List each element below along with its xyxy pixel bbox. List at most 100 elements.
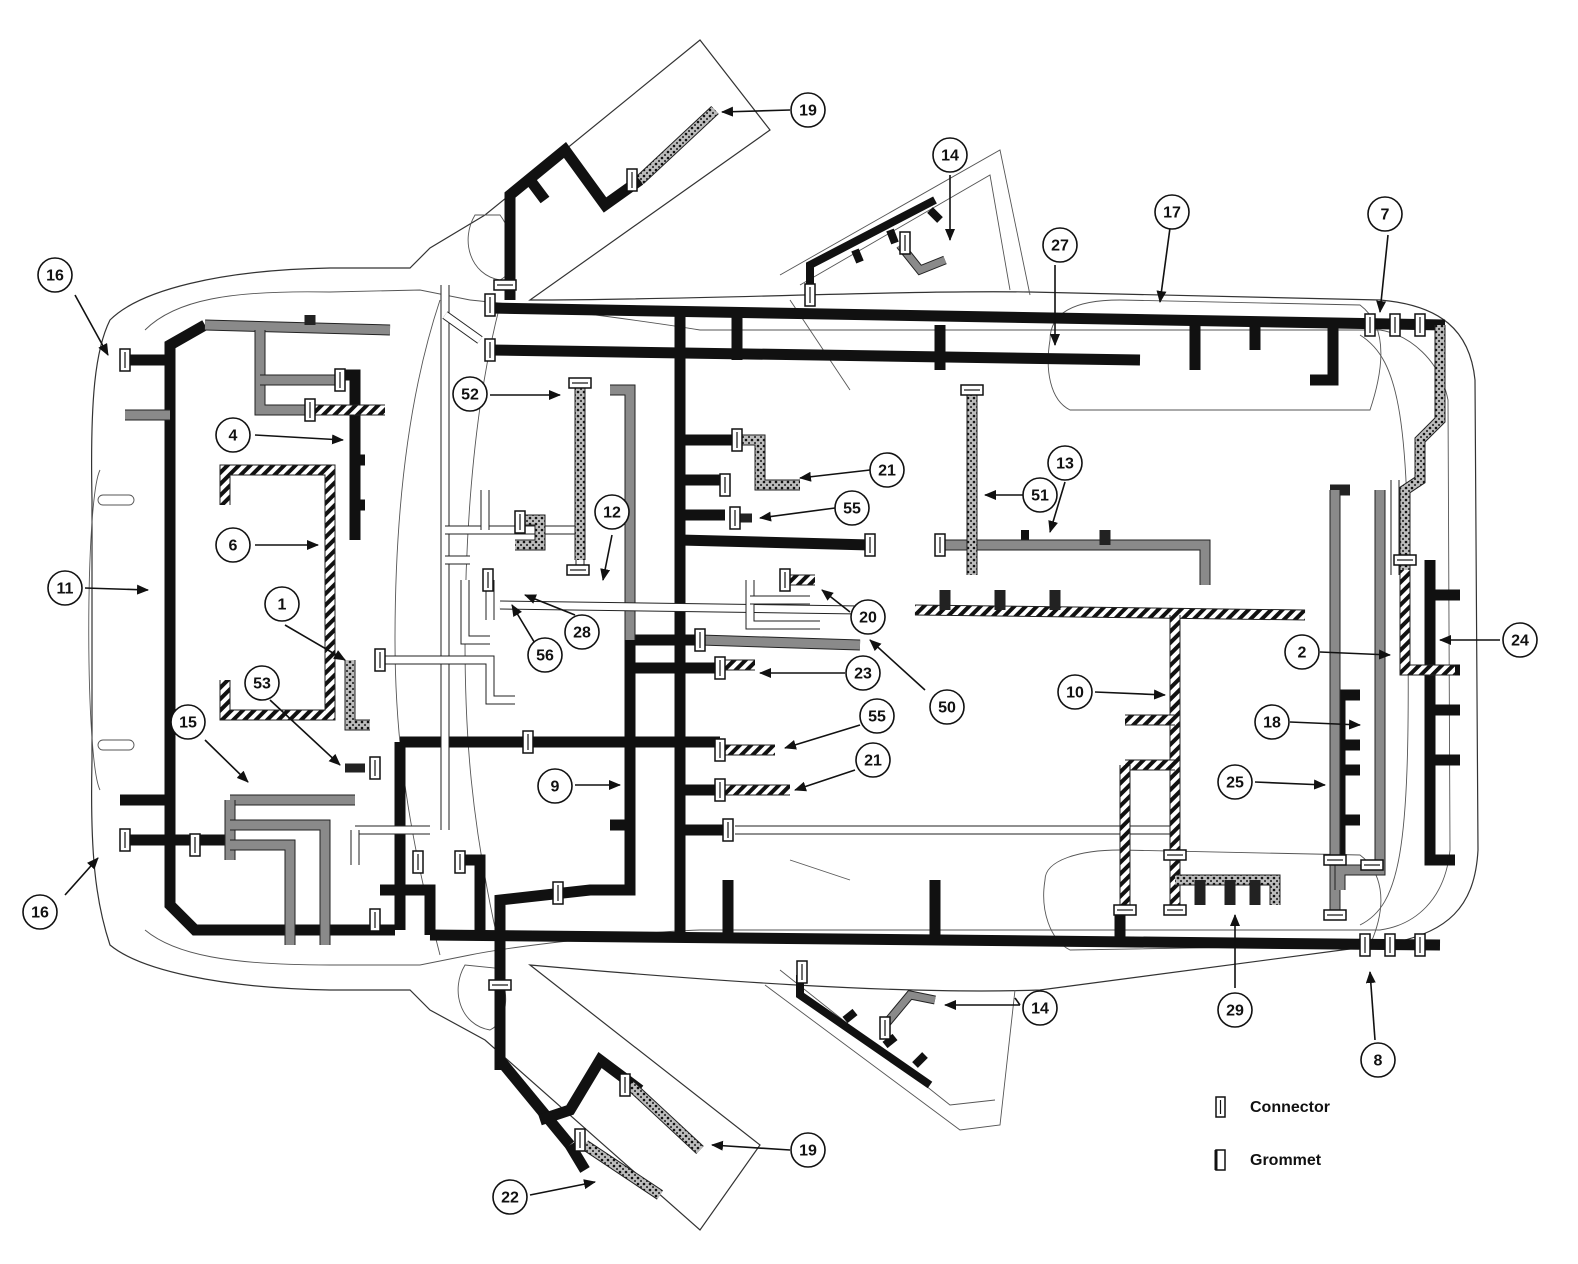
callout-label: 22 [501,1190,519,1207]
connector-symbol [779,568,791,592]
connector-symbol [488,979,512,991]
connector-symbol [189,833,201,857]
harness-gray [125,315,1386,945]
connector-symbol [1163,849,1187,861]
callout-55-bottom: 55 [859,698,895,734]
connector-symbol [1113,904,1137,916]
callout-label: 24 [1511,633,1529,650]
callout-label: 16 [46,268,64,285]
callout-15: 15 [170,704,206,740]
callout-label: 21 [878,463,896,480]
callout-14-bottom: 14 [1022,990,1058,1026]
connector-symbol [369,756,381,780]
connector-symbol [719,473,731,497]
callout-label: 15 [179,715,197,732]
callout-label: 23 [854,666,872,683]
callout-50: 50 [929,689,965,725]
callout-label: 11 [57,581,74,598]
connector-symbol [804,283,816,307]
callout-20: 20 [850,599,886,635]
callout-label: 14 [941,148,959,165]
connector-symbol [1163,904,1187,916]
connector-symbol [119,348,131,372]
callout-label: 50 [938,700,956,717]
connector-symbol [960,384,984,396]
connector-symbol [1323,909,1347,921]
callout-label: 8 [1374,1053,1383,1070]
callout-label: 25 [1226,775,1244,792]
callout-19-top: 19 [790,92,826,128]
callout-label: 4 [229,428,238,445]
callout-25: 25 [1217,764,1253,800]
callout-16-top: 16 [37,257,73,293]
connector-symbol [1360,859,1384,871]
callout-label: 28 [573,625,591,642]
connector-symbol [1389,313,1401,337]
connector-symbol [899,231,911,255]
connector-symbol [722,818,734,842]
connector-symbol [574,1128,586,1152]
callout-10: 10 [1057,674,1093,710]
connector-symbol [552,881,564,905]
connector-symbol [482,568,494,592]
callout-label: 29 [1226,1003,1244,1020]
callout-23: 23 [845,655,881,691]
callout-label: 12 [603,505,621,522]
connector-symbol [454,850,466,874]
harness-main-black [120,142,1460,1173]
connector-symbol [484,293,496,317]
callout-label: 53 [253,676,271,693]
callout-28: 28 [564,614,600,650]
legend-connector-icon [1215,1096,1226,1118]
connector-symbol [626,168,638,192]
callout-label: 56 [536,648,554,665]
callout-8: 8 [1360,1042,1396,1078]
legend-grommet-label: Grommet [1250,1152,1322,1169]
connector-symbol [619,1073,631,1097]
callout-label: 16 [31,905,49,922]
callout-label: 7 [1381,207,1390,224]
callout-6: 6 [215,527,251,563]
connectors [119,168,1426,1152]
callout-label: 21 [864,753,882,770]
connector-symbol [1393,554,1417,566]
callout-label: 6 [229,538,238,555]
connector-symbol [484,338,496,362]
legend: Connector Grommet [1214,1096,1330,1171]
callout-label: 19 [799,103,817,120]
callout-label: 55 [843,501,861,518]
connector-symbol [694,628,706,652]
connector-symbol [566,564,590,576]
callout-12: 12 [594,494,630,530]
callout-2: 2 [1284,634,1320,670]
callout-label: 14 [1031,1001,1049,1018]
connector-symbol [714,738,726,762]
callout-label: 18 [1263,715,1281,732]
connector-symbol [334,368,346,392]
callout-22: 22 [492,1179,528,1215]
callout-11: 11 [47,570,83,606]
callout-19-bottom: 19 [790,1132,826,1168]
connector-symbol [729,506,741,530]
connector-symbol [796,960,808,984]
legend-grommet-icon [1214,1149,1226,1171]
callout-29: 29 [1217,992,1253,1028]
callout-label: 2 [1298,645,1307,662]
callout-label: 27 [1051,238,1069,255]
callouts: 16 16 4 6 11 1 53 15 52 12 28 56 9 21 55… [22,92,1538,1215]
vehicle-body-outline [88,39,1479,1231]
callout-53: 53 [244,665,280,701]
callout-label: 20 [859,610,877,627]
callout-arrows [64,106,1500,1196]
callout-21-top: 21 [869,452,905,488]
connector-symbol [731,428,743,452]
harness-dotted [344,105,1446,1200]
callout-56: 56 [527,637,563,673]
callout-21-bottom: 21 [855,742,891,778]
connector-symbol [568,377,592,389]
connector-symbol [304,398,316,422]
callout-1: 1 [264,586,300,622]
connector-symbol [369,908,381,932]
connector-symbol [1359,933,1371,957]
callout-label: 52 [461,387,479,404]
